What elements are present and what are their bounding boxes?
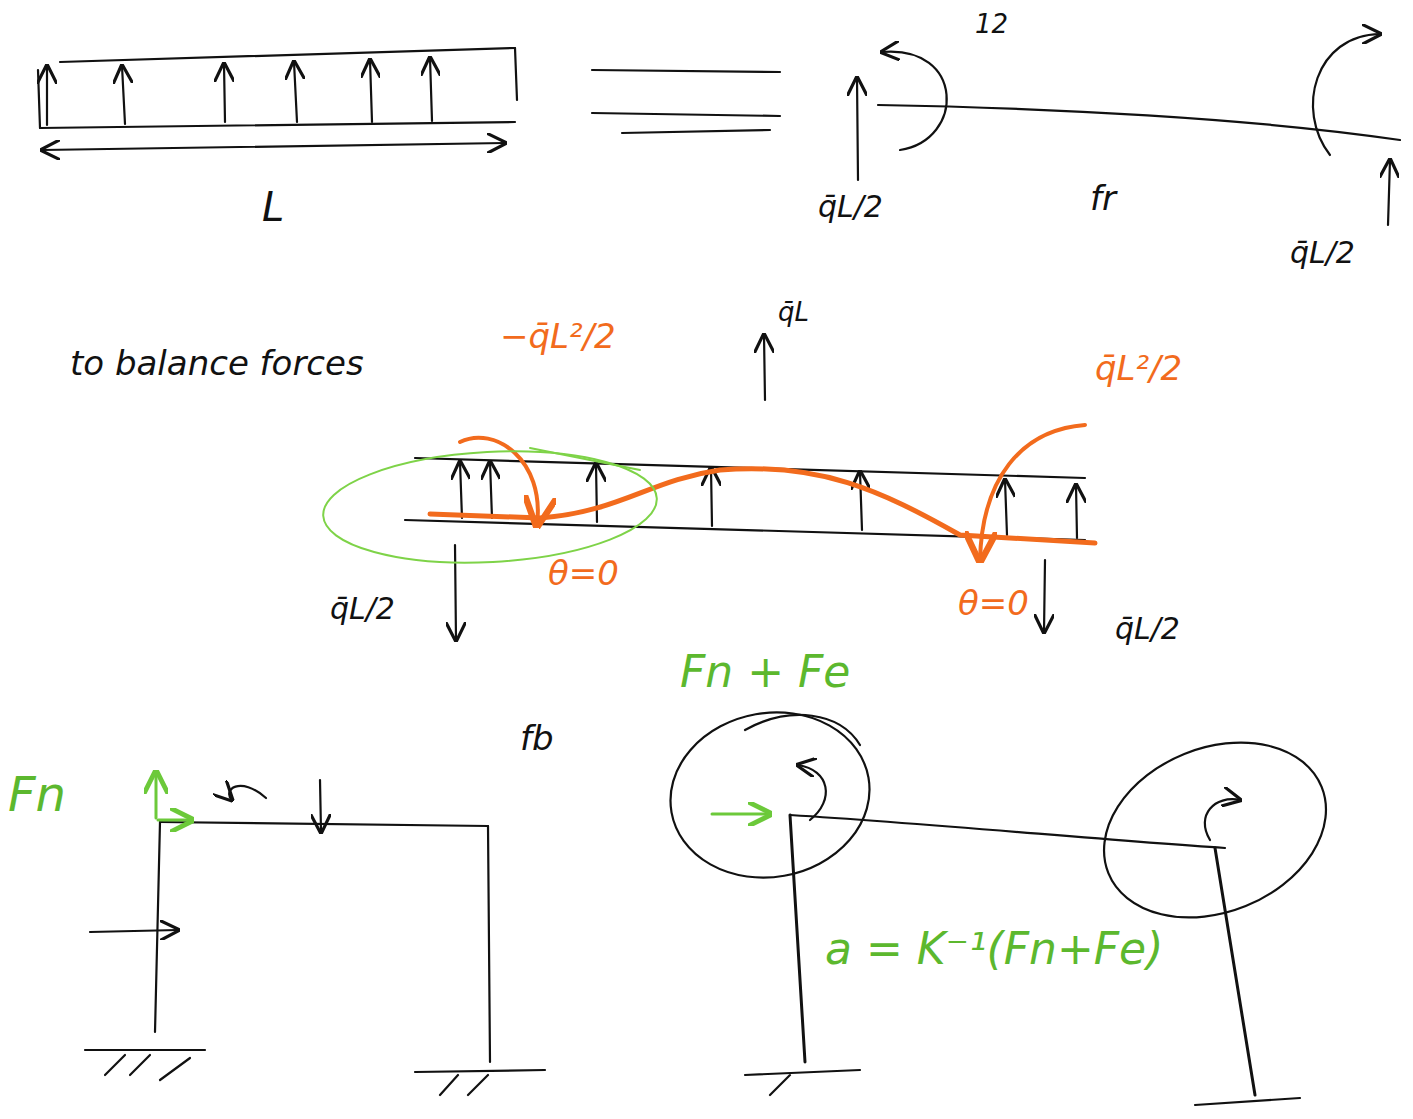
load-arrow <box>122 66 125 124</box>
highlight-stroke <box>530 448 640 470</box>
sketch-label: q̄L <box>778 298 809 327</box>
load-arrow <box>294 62 297 122</box>
fixed-support <box>745 1070 860 1095</box>
load-arrow <box>46 66 48 125</box>
frame-column <box>155 822 160 1032</box>
sketch-label: fb <box>520 720 554 757</box>
balanced-beam <box>320 335 1095 640</box>
highlight-ellipse <box>320 443 659 570</box>
reaction-arrow <box>1388 160 1390 225</box>
sketch-label: 12 <box>975 10 1008 39</box>
moment-arrow <box>229 786 266 800</box>
load-arrow <box>860 472 862 530</box>
sketch-label: a = K⁻¹(Fn+Fe) <box>825 925 1163 973</box>
distributed-load-beam <box>38 48 517 150</box>
fixed-support <box>415 1070 545 1095</box>
load-arrow <box>711 468 712 526</box>
load-arrow <box>596 464 597 522</box>
moment-arrow <box>1205 799 1240 840</box>
joint-ellipse <box>745 715 860 745</box>
joint-ellipse <box>657 697 882 893</box>
sketch-label: q̄L/2 <box>1290 236 1355 269</box>
load-arrow <box>90 930 178 932</box>
sketch-label: q̄L/2 <box>1115 612 1180 645</box>
frame-beam <box>790 815 1225 848</box>
sketch-label: q̄L/2 <box>330 592 395 625</box>
sketch-label: −q̄L²/2 <box>500 318 616 355</box>
moment-arrow <box>798 765 826 820</box>
nodal-force <box>158 819 192 822</box>
length-dimension <box>42 143 505 150</box>
equals-stroke <box>622 130 770 133</box>
sketch-label: q̄L/2 <box>818 190 883 223</box>
fixed-support <box>85 1050 205 1080</box>
resultant-arrow <box>764 335 765 400</box>
sketch-label: L <box>262 185 284 229</box>
reaction-arrow <box>1044 560 1045 632</box>
load-arrow <box>490 462 492 518</box>
load-arrow <box>1005 480 1007 535</box>
equals-stroke <box>592 113 780 116</box>
beam-end <box>515 48 517 100</box>
nodal-force <box>712 813 770 816</box>
equals-stroke <box>592 70 780 72</box>
portal-frame <box>85 772 545 1095</box>
sketch-label: θ=0 <box>958 585 1029 622</box>
load-arrow <box>224 64 225 122</box>
beam-edge <box>40 122 515 128</box>
moment-arrow <box>1313 34 1380 155</box>
reaction-arrow <box>857 78 858 180</box>
load-arrow <box>1076 485 1077 538</box>
beam-end <box>38 70 40 128</box>
sketch-label: fr <box>1090 180 1116 217</box>
sketch-label: θ=0 <box>548 555 619 592</box>
sketch-label: Fn <box>8 768 66 821</box>
frame-column <box>1215 848 1255 1095</box>
nodal-force <box>155 772 158 818</box>
nodal-frame <box>657 697 1352 1105</box>
reaction-arrow <box>455 545 456 640</box>
beam-line <box>878 105 1400 140</box>
fixed-end-moment <box>980 425 1085 560</box>
beam-edge <box>60 48 515 62</box>
sketch-label: q̄L²/2 <box>1095 350 1182 387</box>
sketch-label: to balance forces <box>70 345 364 382</box>
sketch-label: Fn + Fe <box>680 648 850 696</box>
load-arrow <box>370 60 372 122</box>
fixed-support <box>1195 1098 1300 1105</box>
load-arrow <box>320 780 321 832</box>
deflected-shape <box>430 469 1095 543</box>
load-arrow <box>430 58 432 121</box>
load-arrow <box>460 462 462 518</box>
equals-sign <box>592 70 780 133</box>
joint-ellipse <box>1078 711 1353 949</box>
frame-beam <box>160 822 488 826</box>
moment-arrow <box>882 52 947 150</box>
equivalent-beam <box>857 34 1400 225</box>
frame-column <box>488 826 490 1062</box>
frame-column <box>790 815 805 1062</box>
